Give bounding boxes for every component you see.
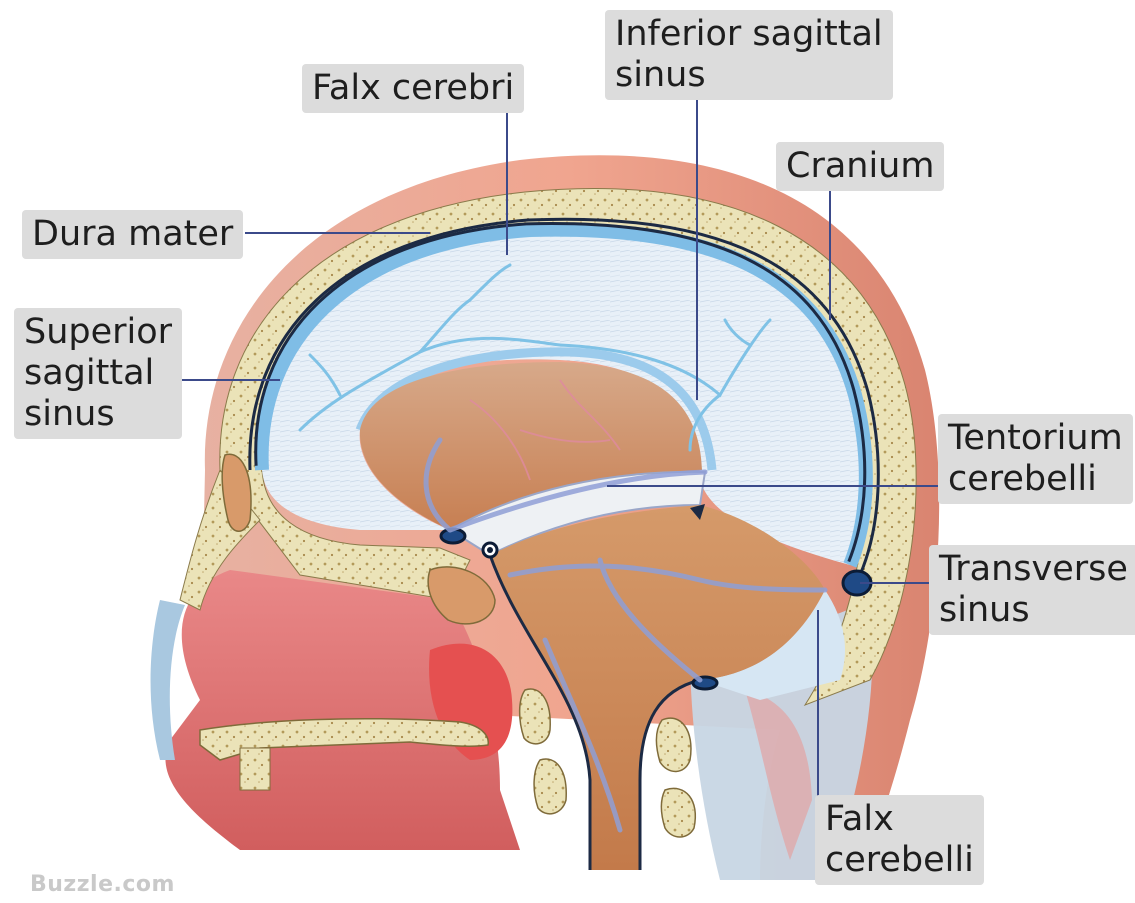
label-dura-mater: Dura mater (22, 210, 243, 259)
watermark: Buzzle.com (30, 872, 175, 897)
label-tentorium-cerebelli: Tentorium cerebelli (938, 414, 1133, 504)
label-superior-sagittal-sinus: Superior sagittal sinus (14, 308, 182, 439)
label-inferior-sagittal-sinus: Inferior sagittal sinus (605, 10, 893, 100)
label-falx-cerebri: Falx cerebri (302, 64, 524, 113)
label-transverse-sinus: Transverse sinus (929, 545, 1135, 635)
label-cranium: Cranium (776, 142, 944, 191)
label-falx-cerebelli: Falx cerebelli (815, 795, 984, 885)
